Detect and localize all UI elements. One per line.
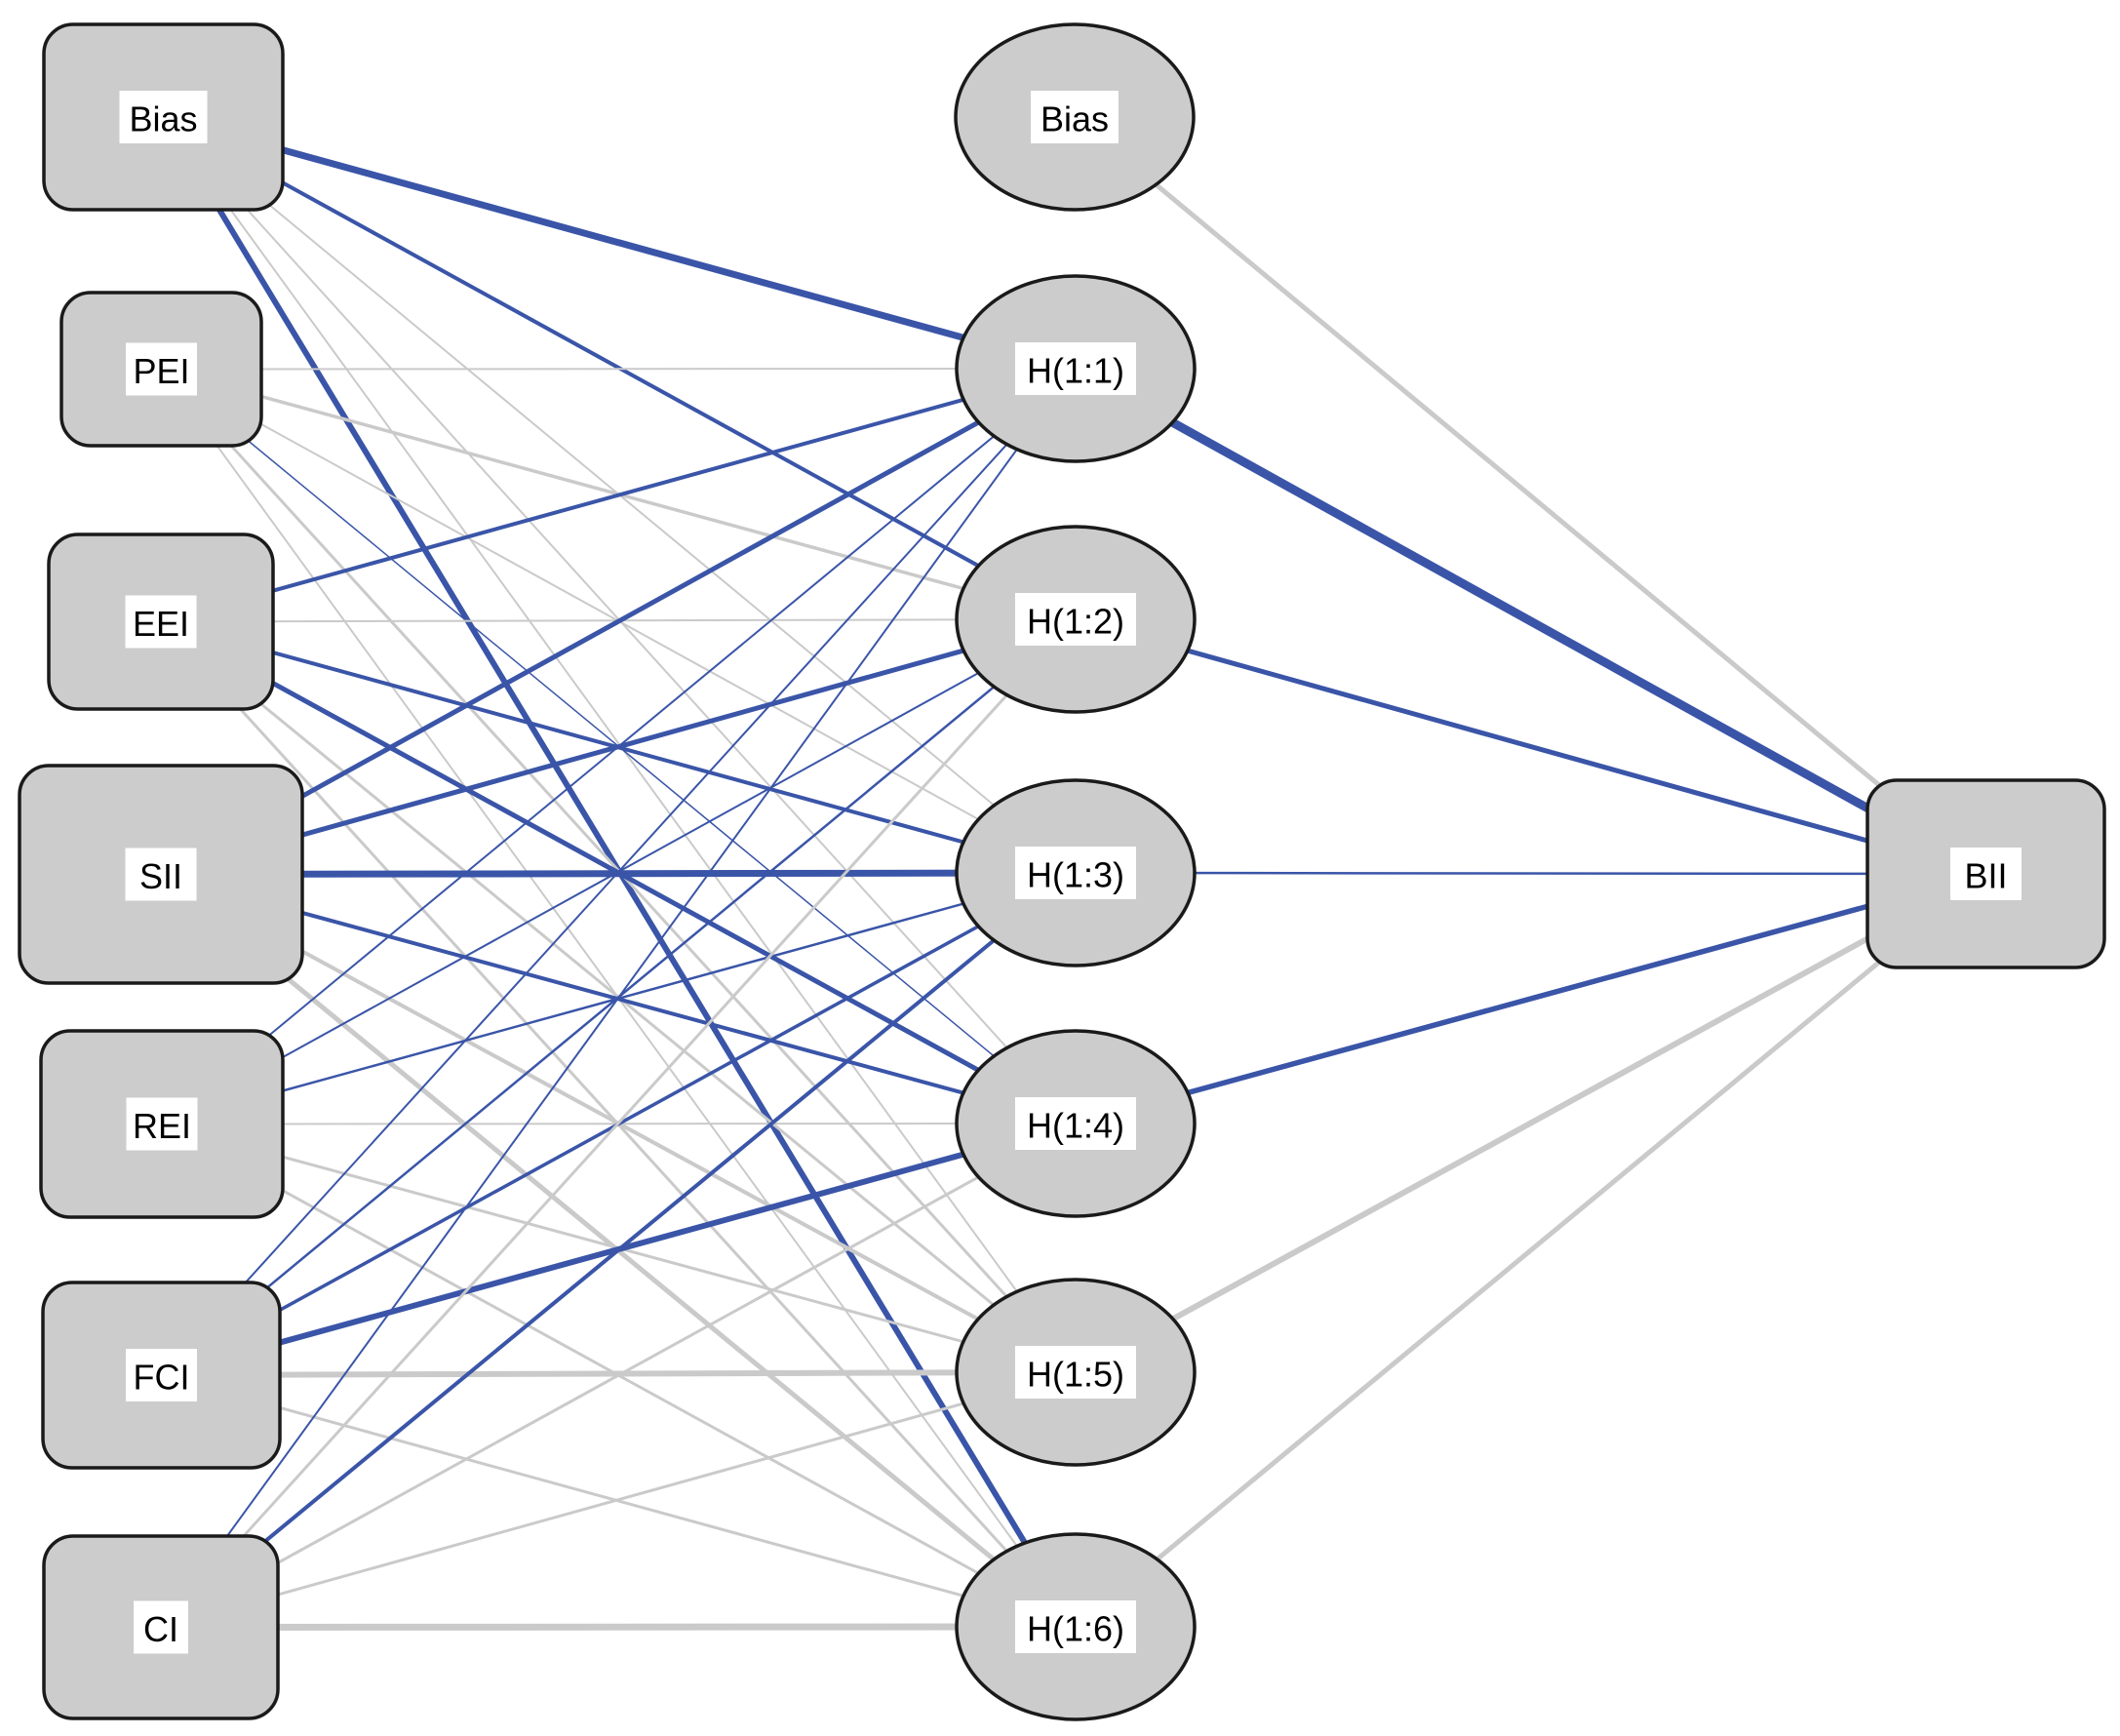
node-label-box-bias_in — [119, 91, 208, 143]
node-label-rei: REI — [133, 1106, 191, 1146]
node-label-box-rei — [126, 1097, 198, 1151]
node-label-bias_in: Bias — [129, 99, 197, 139]
edge-fci-h11 — [160, 368, 1077, 1376]
edge-ci-h14 — [160, 1122, 1077, 1629]
edges-layer — [159, 113, 1988, 1631]
edge-ci-h12 — [159, 617, 1078, 1629]
node-label-box-h16 — [1015, 1600, 1136, 1653]
node-label-box-bias_h — [1031, 91, 1119, 143]
edge-eei-h11 — [160, 367, 1077, 624]
edge-ci-h11 — [160, 368, 1077, 1629]
node-label-box-h14 — [1015, 1097, 1136, 1150]
node-label-box-sii — [125, 848, 197, 901]
edge-bias_in-h11 — [162, 113, 1077, 373]
node-label-box-h15 — [1015, 1346, 1136, 1399]
edge-ci-h13 — [159, 871, 1078, 1630]
node-label-fci: FCI — [134, 1358, 190, 1398]
node-label-box-eei — [125, 595, 197, 649]
node-label-box-bii — [1950, 848, 2022, 900]
node-label-eei: EEI — [133, 604, 189, 644]
node-label-h11: H(1:1) — [1027, 351, 1124, 391]
node-label-box-h13 — [1015, 847, 1136, 899]
edge-h16-bii — [1074, 872, 1988, 1629]
edge-ci-h15 — [160, 1370, 1077, 1629]
edge-ci-h16 — [160, 1623, 1077, 1631]
edge-h11-bii — [1073, 365, 1988, 878]
node-label-ci: CI — [143, 1609, 178, 1649]
edge-pei-h11 — [161, 368, 1077, 371]
edge-h14-bii — [1075, 871, 1987, 1126]
node-label-box-h12 — [1015, 593, 1136, 646]
node-label-h14: H(1:4) — [1027, 1106, 1124, 1146]
node-label-h13: H(1:3) — [1027, 855, 1124, 895]
node-label-bias_h: Bias — [1040, 99, 1109, 139]
node-label-pei: PEI — [133, 351, 189, 391]
node-label-box-pei — [126, 342, 197, 396]
node-label-box-fci — [126, 1349, 197, 1401]
node-label-h12: H(1:2) — [1027, 602, 1124, 642]
edge-h15-bii — [1074, 871, 1987, 1375]
node-label-sii: SII — [139, 856, 182, 896]
edge-h12-bii — [1075, 616, 1987, 877]
node-label-box-ci — [134, 1600, 188, 1654]
edge-sii-h11 — [159, 366, 1078, 877]
node-label-h16: H(1:6) — [1027, 1609, 1124, 1649]
edge-h13-bii — [1075, 871, 1986, 876]
edge-bias_h-bii — [1073, 115, 1988, 876]
node-label-box-h11 — [1015, 342, 1136, 395]
node-label-bii: BII — [1964, 856, 2007, 896]
edge-rei-h11 — [161, 368, 1077, 1125]
node-label-h15: H(1:5) — [1027, 1355, 1124, 1395]
